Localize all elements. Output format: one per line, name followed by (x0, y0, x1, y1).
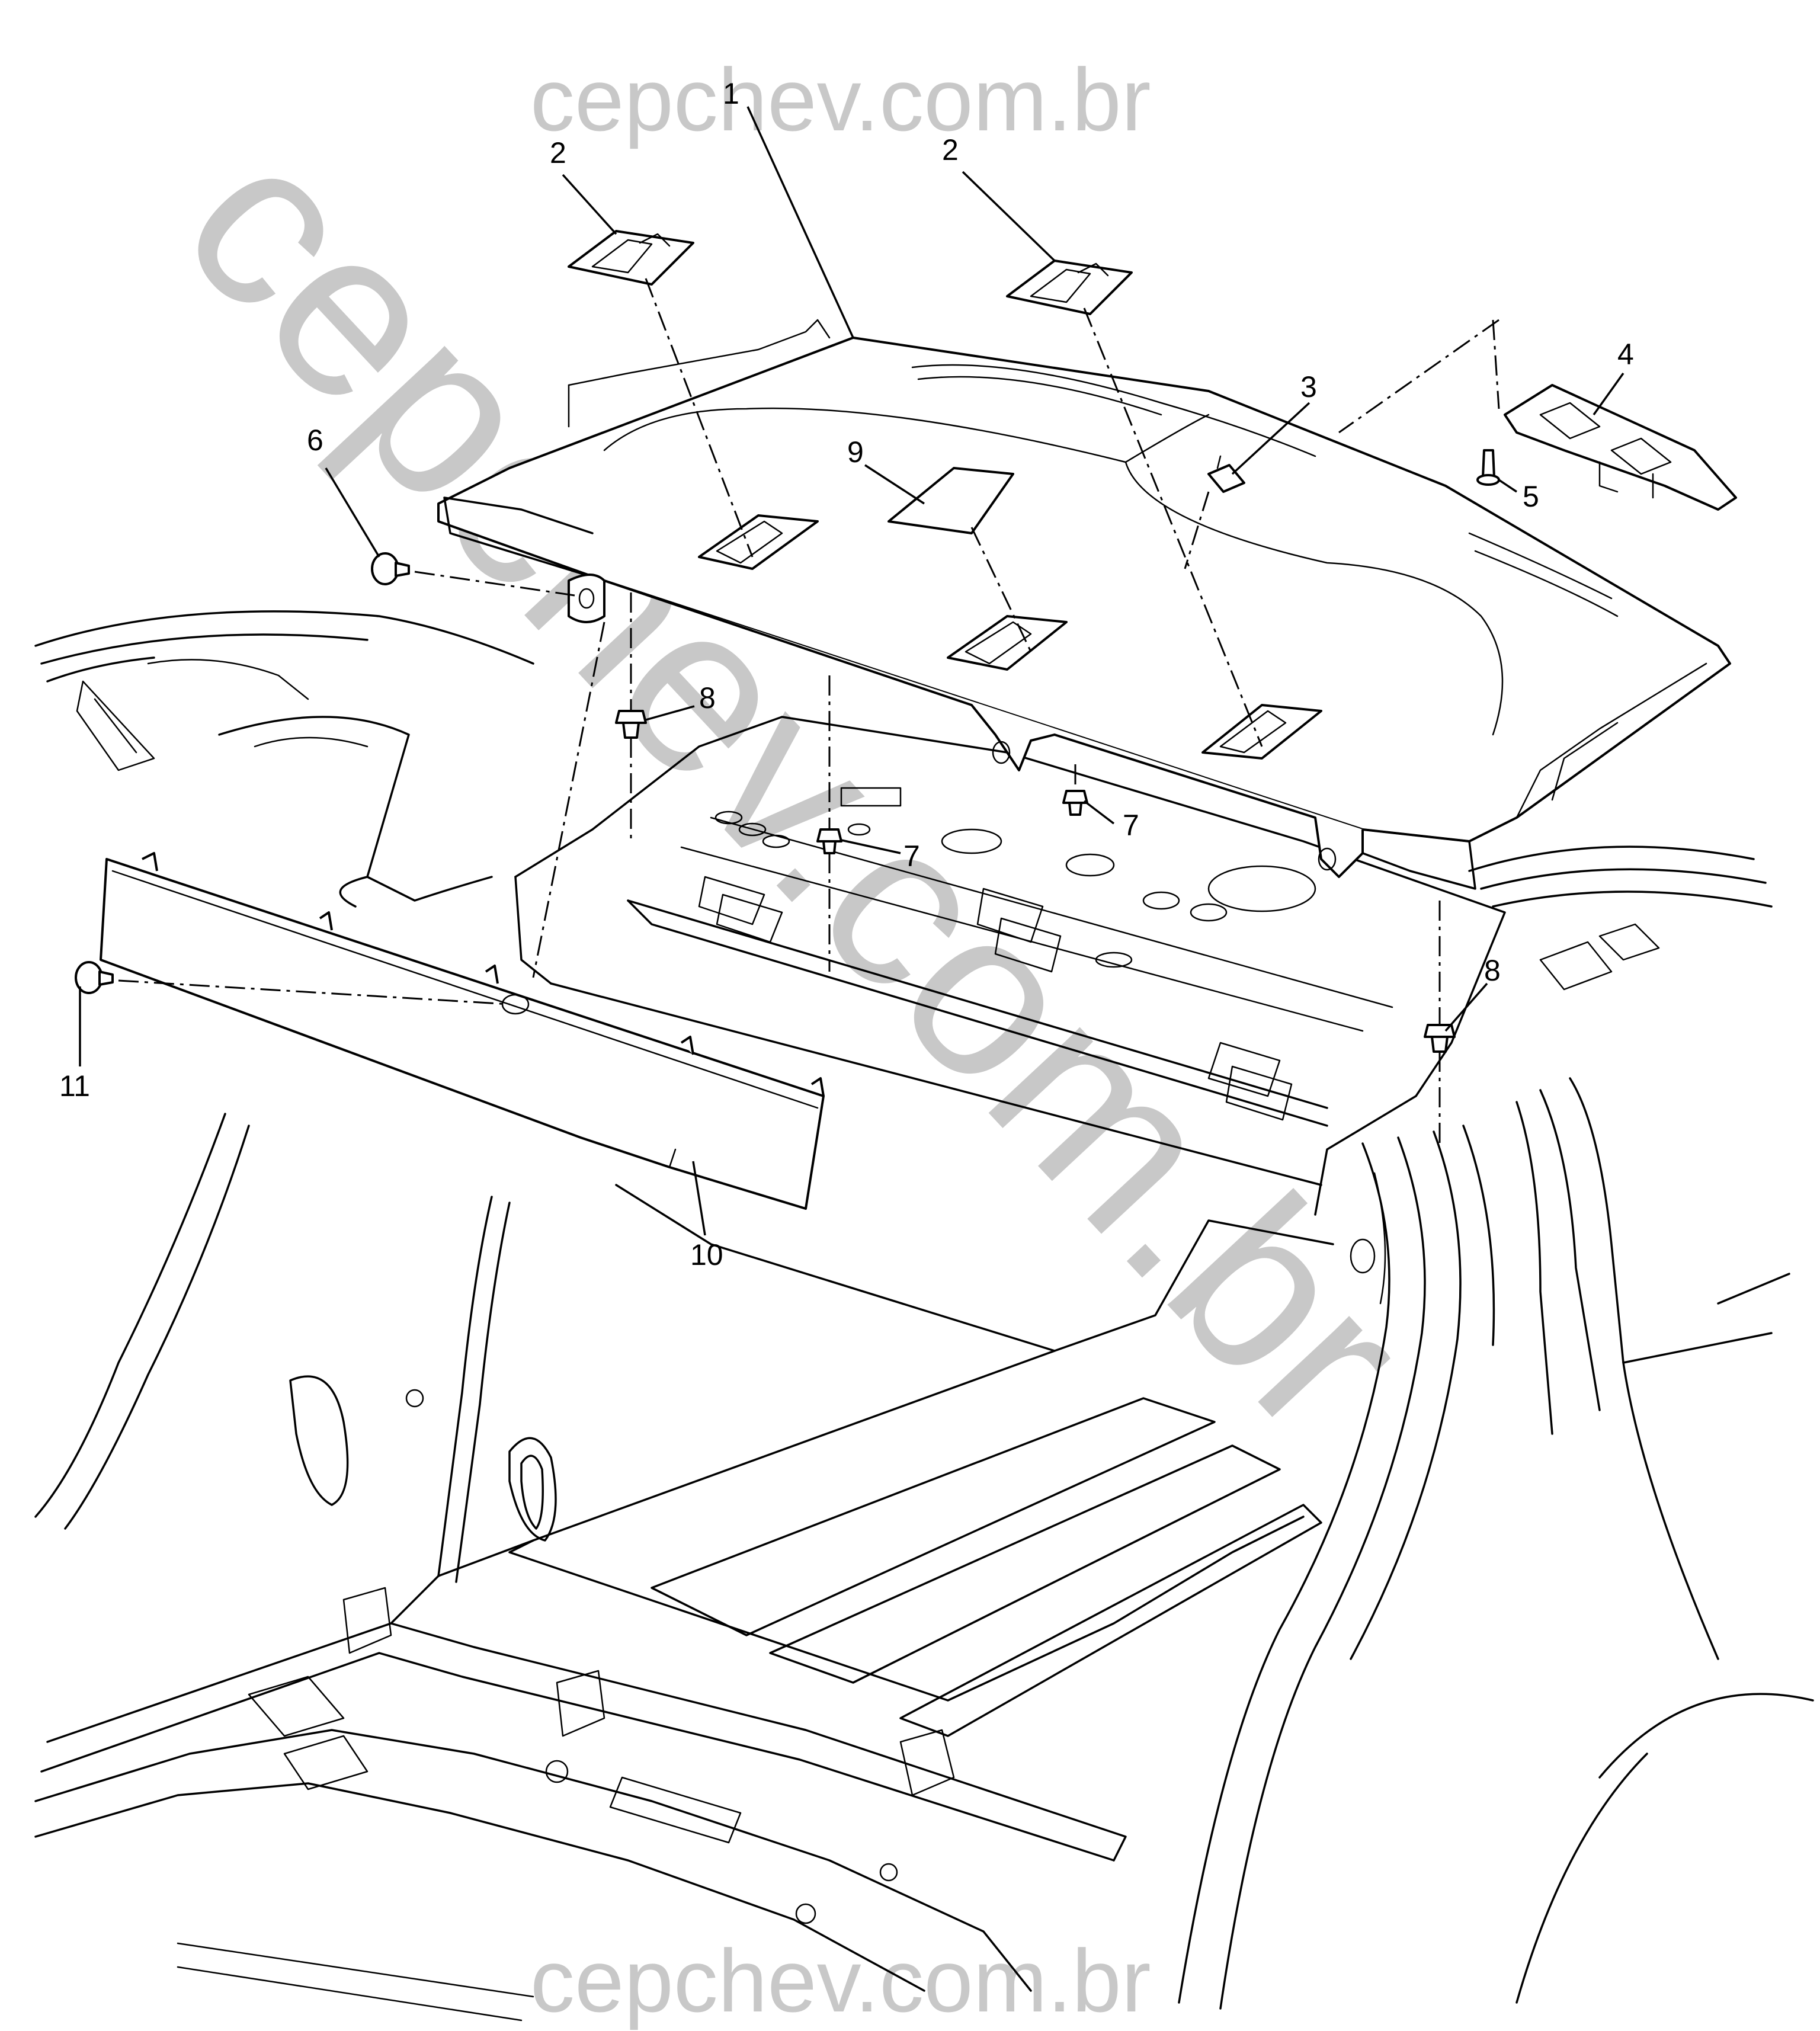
leader-lines (79, 106, 1624, 1236)
watermark-top: cepchev.com.br (530, 50, 1151, 149)
part-1-rear-window-panel-trim (437, 319, 1731, 890)
callout-10: 10 (690, 1238, 723, 1271)
vehicle-body-structure (34, 610, 1814, 2022)
part-3-clip (1207, 455, 1245, 493)
part-2-seat-belt-guide-left (568, 230, 694, 286)
callout-2-left: 2 (550, 136, 566, 169)
callout-11: 11 (59, 1069, 90, 1103)
callout-7-left: 7 (903, 840, 920, 873)
callout-9: 9 (847, 435, 864, 469)
assembly-lines (118, 278, 1500, 1143)
part-11-push-retainer (75, 961, 114, 994)
watermark-bottom: cepchev.com.br (530, 1931, 1151, 2030)
callout-2-right: 2 (942, 133, 959, 166)
part-4-bracket (1504, 384, 1737, 511)
part-5-screw (1476, 449, 1500, 486)
callout-8-right: 8 (1484, 954, 1501, 987)
part-9-cover (887, 467, 1014, 534)
part-6-push-retainer (371, 552, 410, 585)
callout-1: 1 (723, 77, 739, 110)
callout-5: 5 (1523, 480, 1539, 513)
callout-7-right: 7 (1123, 809, 1139, 842)
part-7-nut-right (1062, 790, 1088, 816)
part-2-seat-belt-guide-right (1006, 260, 1133, 315)
part-10-lower-trim-panel (100, 852, 825, 1210)
part-8-retainer-left (615, 710, 647, 739)
callout-6: 6 (307, 424, 323, 457)
callout-labels: 1 2 2 3 4 5 6 7 7 8 8 9 10 11 (59, 77, 1634, 1271)
part-8-retainer-right (1424, 1024, 1456, 1053)
callout-3: 3 (1300, 370, 1317, 403)
callout-8-left: 8 (699, 681, 716, 715)
part-7-nut-left (816, 828, 842, 854)
callout-4: 4 (1617, 338, 1634, 371)
